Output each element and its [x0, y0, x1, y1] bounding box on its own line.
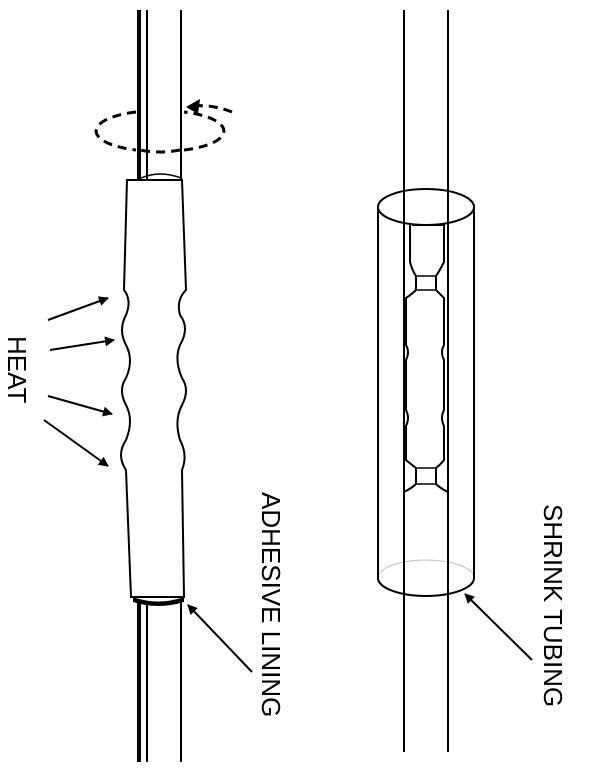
- shrink-tubing-pointer: [464, 593, 533, 661]
- heat-arrow-4: [43, 419, 109, 467]
- lower-wire: [137, 602, 182, 762]
- heated-splice-assembly: HEAT ADHESIVE LINING: [2, 10, 286, 762]
- heat-label: HEAT: [2, 336, 32, 404]
- heat-arrows: [43, 296, 115, 467]
- heat-arrow-3: [47, 395, 113, 417]
- upper-wire: [137, 10, 182, 180]
- rotation-arrow-icon: [94, 99, 233, 154]
- heat-arrow-2: [49, 336, 115, 351]
- shrink-tubing: [377, 188, 475, 597]
- tubing-splice-assembly: SHRINK TUBING: [377, 10, 568, 752]
- shrunk-tubing: [120, 179, 188, 598]
- adhesive-lining-pointer: [187, 604, 253, 673]
- heat-arrow-1: [47, 296, 109, 321]
- adhesive-lining-label: ADHESIVE LINING: [256, 492, 286, 717]
- right-wire: [403, 10, 449, 752]
- crimp-splice: [403, 224, 449, 493]
- shrink-tubing-label: SHRINK TUBING: [538, 504, 568, 707]
